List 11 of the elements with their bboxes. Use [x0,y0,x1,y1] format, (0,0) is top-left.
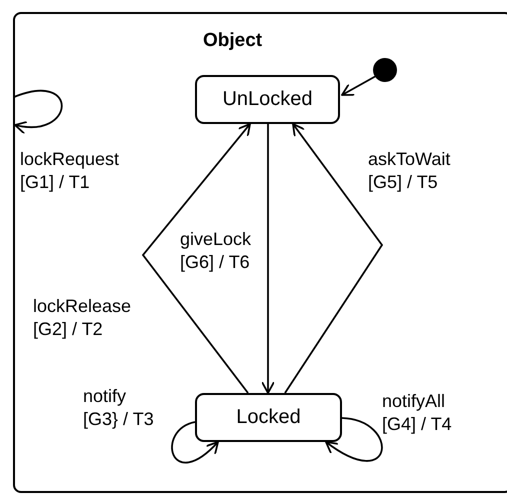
self-transition-arrow [171,421,219,464]
transition-arrow [261,124,275,394]
self-transition-arrow [14,90,63,134]
state-box: Locked [195,393,342,442]
transition-arrow [341,75,376,96]
self-transition-arrow [325,417,383,462]
initial-state-dot [373,58,397,82]
state-box: UnLocked [195,75,340,124]
transition-arrow [142,123,251,394]
state-name: Object [203,30,262,52]
transition-arrow [284,123,384,394]
